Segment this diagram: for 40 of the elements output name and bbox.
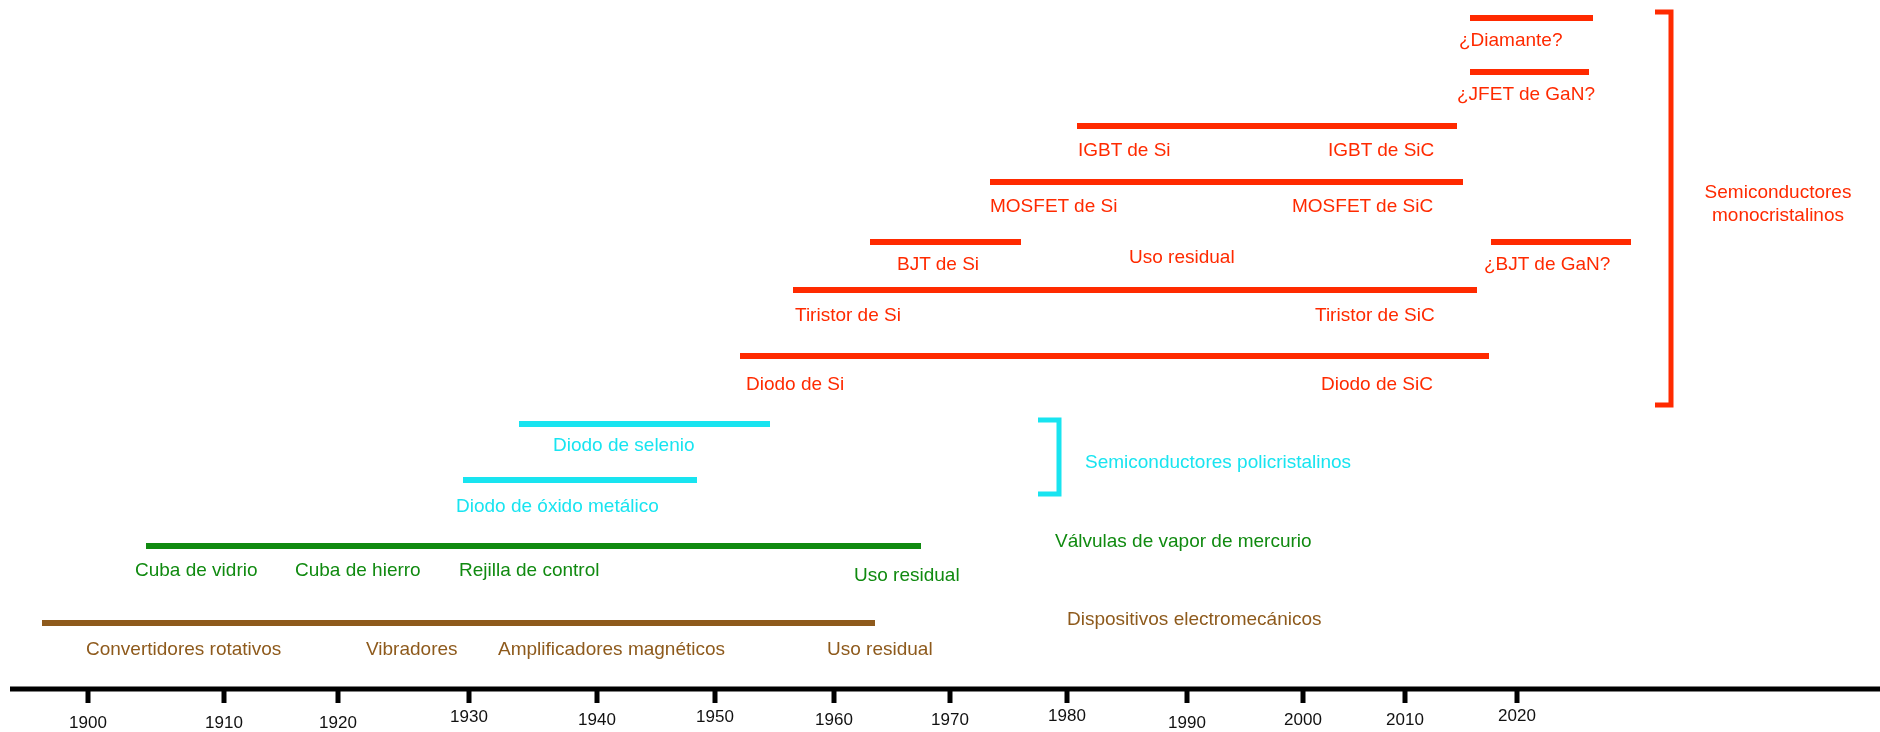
- year-label: 1920: [319, 712, 357, 732]
- year-label: 1900: [69, 712, 107, 732]
- group-label: Semiconductores monocristalinos: [1703, 181, 1853, 227]
- timeline-label: IGBT de Si: [1078, 138, 1171, 162]
- timeline-label: MOSFET de Si: [990, 194, 1118, 218]
- year-label: 1910: [205, 712, 243, 732]
- year-label: 1980: [1048, 705, 1086, 727]
- year-label: 1970: [931, 709, 969, 731]
- timeline-label: Cuba de hierro: [295, 558, 421, 582]
- timeline-label: IGBT de SiC: [1328, 138, 1435, 162]
- year-label: 2020: [1498, 705, 1536, 727]
- timeline-label: Semiconductores policristalinos: [1085, 450, 1352, 474]
- timeline-label: Rejilla de control: [459, 558, 600, 582]
- timeline-label: Vibradores: [366, 637, 458, 661]
- year-label: 2000: [1284, 709, 1322, 731]
- timeline-label: Amplificadores magnéticos: [498, 637, 726, 661]
- year-label: 1960: [815, 709, 853, 731]
- timeline-label: Diodo de SiC: [1321, 372, 1433, 396]
- timeline-label: BJT de Si: [897, 252, 980, 276]
- timeline-label: ¿BJT de GaN?: [1484, 252, 1611, 276]
- year-label: 1930: [450, 706, 488, 728]
- timeline-label: Válvulas de vapor de mercurio: [1055, 529, 1312, 553]
- timeline-label: Tiristor de SiC: [1315, 303, 1435, 327]
- timeline-label: MOSFET de SiC: [1292, 194, 1434, 218]
- timeline-label: Dispositivos electromecánicos: [1067, 607, 1322, 631]
- timeline-label: Diodo de Si: [746, 372, 845, 396]
- year-label: 1990: [1168, 712, 1206, 732]
- year-label: 2010: [1386, 709, 1424, 731]
- year-label: 1950: [696, 706, 734, 728]
- year-label: 1940: [578, 709, 616, 731]
- timeline-label: Uso residual: [1129, 245, 1235, 269]
- timeline-label: Diodo de óxido metálico: [456, 494, 659, 518]
- timeline-label: Cuba de vidrio: [135, 558, 258, 582]
- timeline-label: ¿JFET de GaN?: [1457, 82, 1595, 106]
- timeline-label: ¿Diamante?: [1459, 28, 1563, 52]
- timeline-label: Convertidores rotativos: [86, 637, 282, 661]
- timeline-label: Diodo de selenio: [553, 433, 695, 457]
- timeline-label: Tiristor de Si: [795, 303, 901, 327]
- timeline-label: Uso residual: [854, 563, 960, 587]
- timeline-label: Uso residual: [827, 637, 933, 661]
